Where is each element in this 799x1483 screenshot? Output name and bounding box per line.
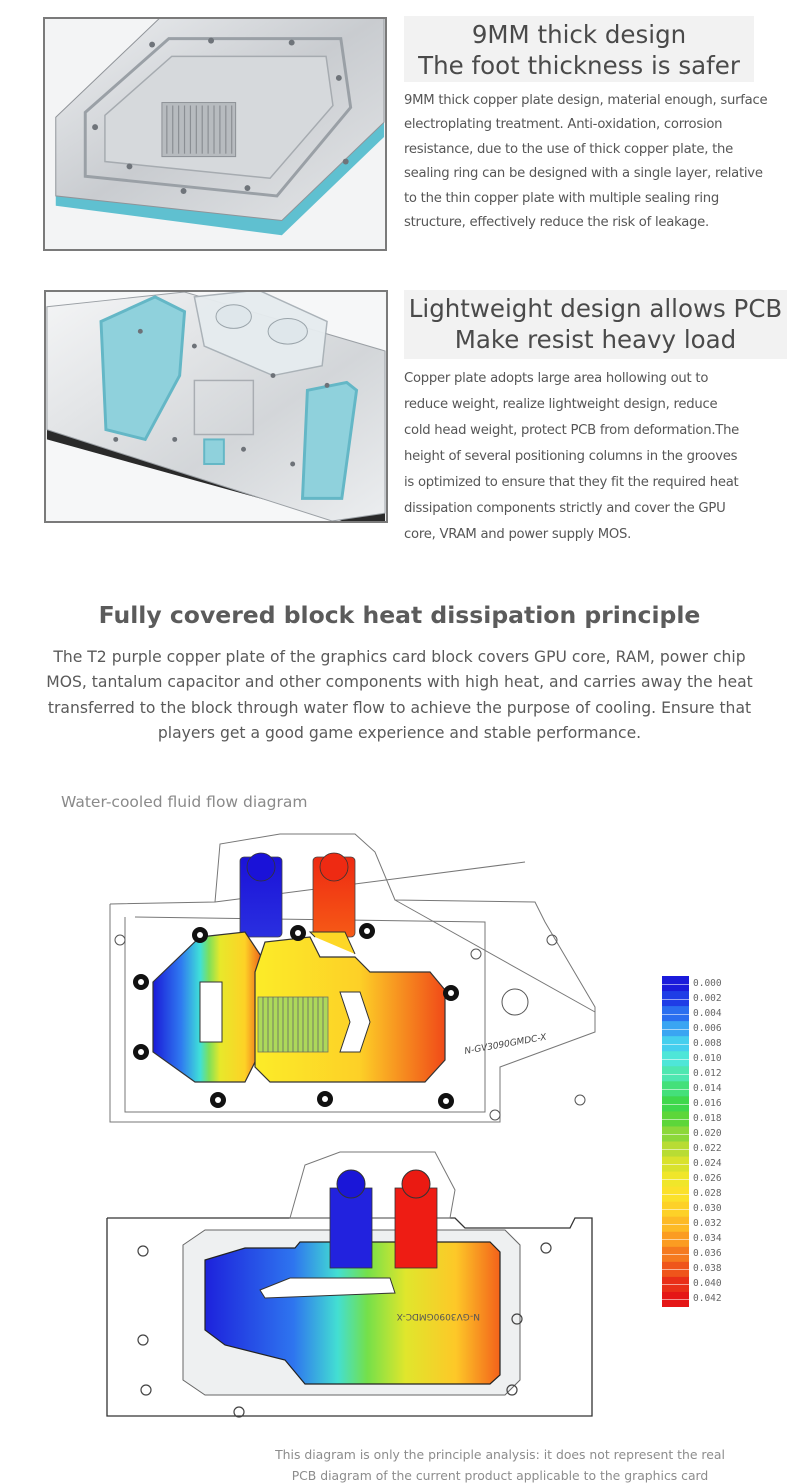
legend-tick-mark (662, 1043, 689, 1045)
legend-tick-mark (662, 1269, 689, 1271)
legend-tick-label: 0.030 (693, 1203, 722, 1215)
legend-tick-label: 0.036 (693, 1248, 722, 1260)
note-line1: This diagram is only the principle analy… (275, 1447, 725, 1462)
legend-tick-mark (662, 1028, 689, 1030)
feature2-body: Copper plate adopts large area hollowing… (404, 366, 794, 548)
feature2-title-line1: Lightweight design allows PCB (408, 294, 783, 323)
lightweight-block-illustration (46, 292, 386, 521)
feature2-line: dissipation components strictly and cove… (404, 501, 726, 516)
section-title: Fully covered block heat dissipation pri… (98, 601, 701, 629)
feature1-line: sealing ring can be designed with a sing… (404, 166, 763, 182)
legend-tick-mark (662, 1058, 689, 1060)
section-desc-line: MOS, tantalum capacitor and other compon… (46, 673, 753, 692)
feature1-title-line2: The foot thickness is safer (418, 51, 740, 80)
feature2-line: core, VRAM and power supply MOS. (404, 527, 632, 542)
copper-plate-illustration (45, 19, 385, 249)
feature2-line: Copper plate adopts large area hollowing… (404, 371, 709, 386)
section-desc-line: players get a good game experience and s… (157, 723, 642, 742)
back-flow-diagram: N-GV3090GMDC-X (106, 1151, 593, 1418)
front-model-text: N-GV3090GMDC-X (464, 1033, 548, 1057)
feature1-line: electroplating treatment. Anti-oxidation… (404, 117, 723, 133)
legend-tick-mark (662, 1179, 689, 1181)
legend-tick-mark (662, 1194, 689, 1196)
disclaimer-note: This diagram is only the principle analy… (0, 1444, 799, 1483)
legend-tick-mark (662, 1209, 689, 1211)
legend-tick-label: 0.016 (693, 1097, 722, 1109)
section-desc-line: The T2 purple copper plate of the graphi… (53, 648, 746, 666)
legend-tick-label: 0.032 (693, 1218, 722, 1230)
legend-tick-mark (662, 998, 689, 1000)
legend-tick-mark (662, 1088, 689, 1090)
feature2-line: height of several positioning columns in… (404, 449, 738, 464)
diagram-label: Water-cooled fluid flow diagram (61, 793, 308, 811)
legend-tick-mark (662, 1103, 689, 1105)
legend-tick-label: 0.000 (693, 977, 722, 989)
legend-tick-mark (662, 1164, 689, 1166)
legend-tick-label: 0.028 (693, 1188, 722, 1200)
legend-tick-label: 0.020 (693, 1127, 722, 1139)
section-desc-line: transferred to the block through water f… (47, 698, 752, 717)
legend-tick-mark (662, 1224, 689, 1226)
legend-tick-mark (662, 1133, 689, 1135)
lightweight-block-photo (44, 290, 388, 523)
feature2-heading: Lightweight design allows PCB Make resis… (404, 290, 787, 359)
legend-color-bar (662, 976, 689, 1307)
feature1-line: to the thin copper plate with multiple s… (404, 190, 719, 206)
legend-tick-label: 0.008 (693, 1037, 722, 1049)
legend-tick-label: 0.026 (693, 1173, 722, 1185)
feature1-heading: 9MM thick design The foot thickness is s… (404, 16, 754, 82)
feature2-title-line2: Make resist heavy load (454, 325, 737, 354)
legend-tick-label: 0.018 (693, 1112, 722, 1124)
feature1-line: 9MM thick copper plate design, material … (404, 93, 768, 108)
legend-tick-label: 0.010 (693, 1052, 722, 1064)
front-flow-diagram: N-GV3090GMDC-X (109, 833, 596, 1123)
note-line2: PCB diagram of the current product appli… (291, 1468, 709, 1483)
legend-tick-mark (662, 983, 689, 985)
feature1-title-line1: 9MM thick design (471, 20, 687, 49)
legend-tick-label: 0.038 (693, 1263, 722, 1275)
legend-tick-mark (662, 1149, 689, 1151)
legend-tick-mark (662, 1118, 689, 1120)
legend-tick-label: 0.006 (693, 1022, 722, 1034)
feature1-line: resistance, due to the use of thick copp… (404, 141, 733, 157)
legend-tick-label: 0.042 (693, 1293, 722, 1305)
feature2-line: reduce weight, realize lightweight desig… (404, 397, 718, 412)
legend-tick-label: 0.040 (693, 1278, 722, 1290)
legend-tick-mark (662, 1013, 689, 1015)
legend-tick-mark (662, 1073, 689, 1075)
feature1-body: 9MM thick copper plate design, material … (404, 89, 794, 235)
legend-tick-mark (662, 1254, 689, 1256)
legend-tick-label: 0.002 (693, 992, 722, 1004)
legend-tick-mark (662, 1299, 689, 1301)
legend-tick-label: 0.012 (693, 1067, 722, 1079)
legend-tick-label: 0.022 (693, 1143, 722, 1155)
flow-legend: 0.000 0.002 0.004 0.006 0.008 0.010 0.012 0.014… (662, 976, 732, 1308)
feature2-line: cold head weight, protect PCB from defor… (404, 423, 740, 438)
legend-tick-label: 0.014 (693, 1082, 722, 1094)
section-description: The T2 purple copper plate of the graphi… (22, 645, 777, 746)
legend-tick-label: 0.034 (693, 1233, 722, 1245)
legend-tick-label: 0.024 (693, 1158, 722, 1170)
back-model-text: N-GV3090GMDC-X (397, 1311, 480, 1321)
legend-tick-label: 0.004 (693, 1007, 722, 1019)
legend-tick-mark (662, 1284, 689, 1286)
feature2-line: is optimized to ensure that they fit the… (404, 475, 739, 490)
legend-tick-mark (662, 1239, 689, 1241)
feature1-line: structure, effectively reduce the risk o… (404, 215, 709, 231)
copper-plate-photo (43, 17, 387, 251)
